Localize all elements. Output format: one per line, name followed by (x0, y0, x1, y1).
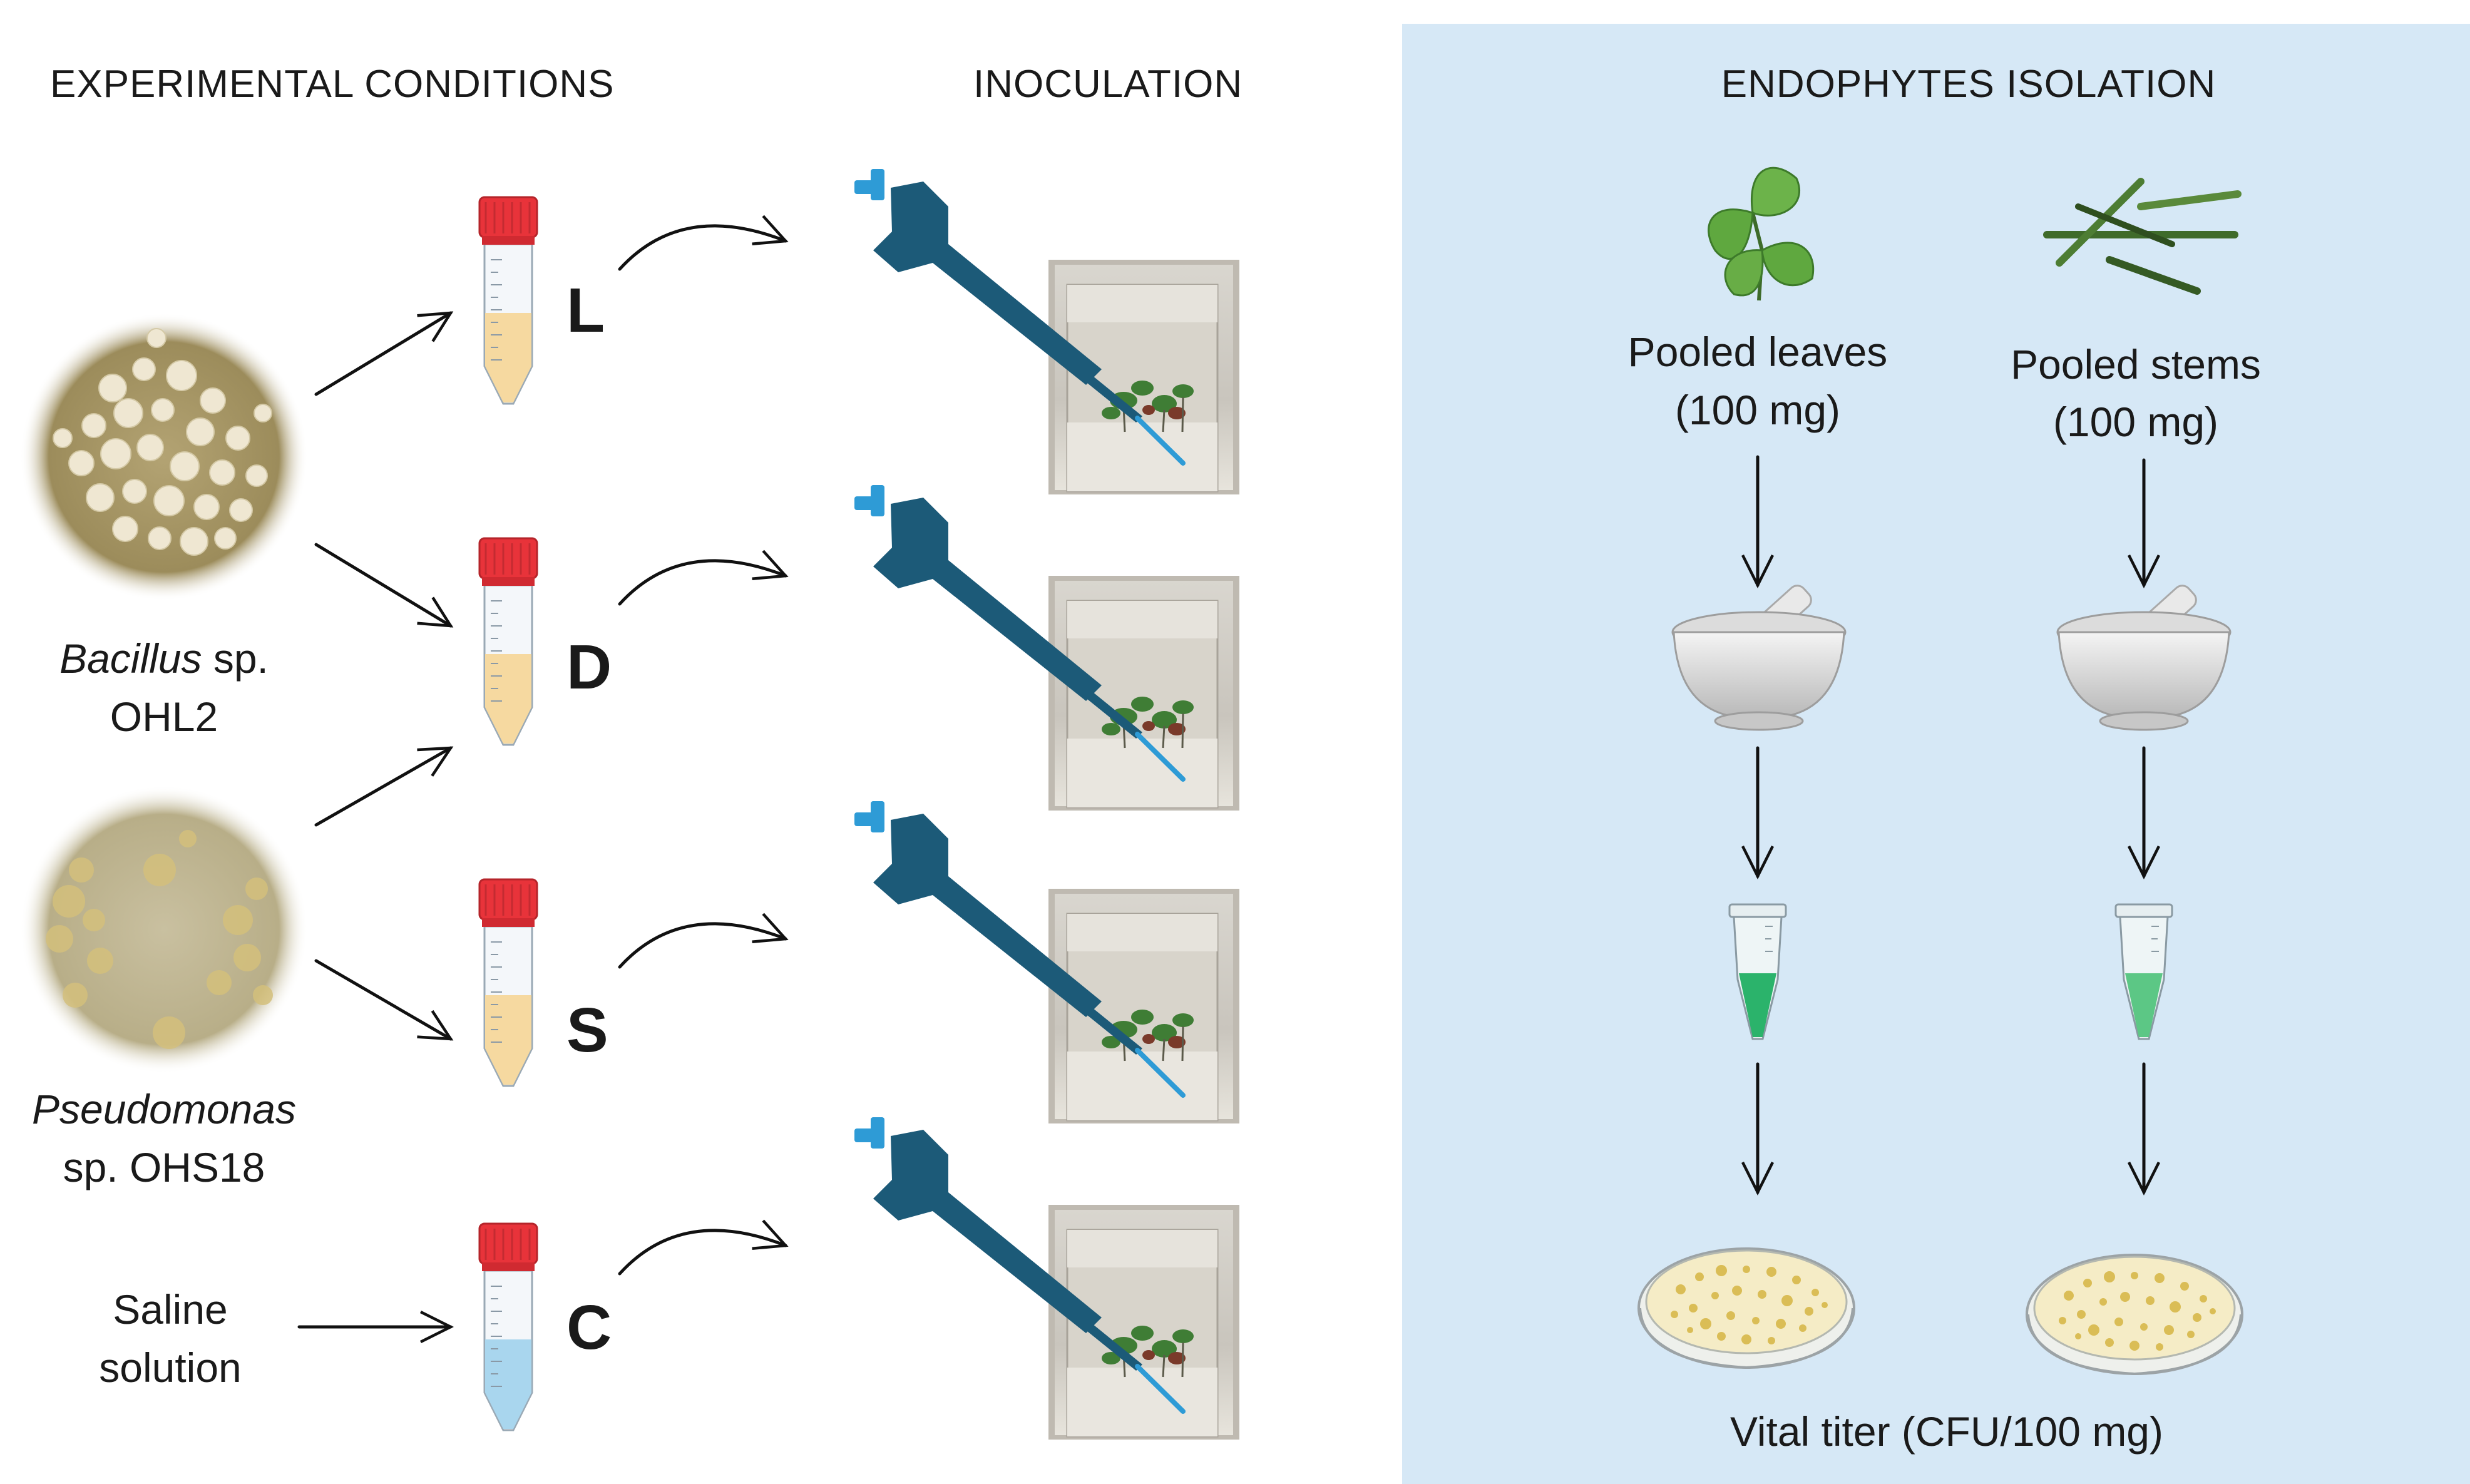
falcon-tube-C (478, 1222, 538, 1431)
inoculation-title: INOCULATION (973, 63, 1243, 106)
falcon-tube-S (478, 878, 538, 1087)
isolation-title: ENDOPHYTES ISOLATION (1721, 63, 2216, 106)
bacillus-code: OHL2 (110, 693, 218, 740)
condition-C: C (566, 1292, 612, 1363)
bacillus-suffix: sp. (202, 635, 269, 682)
leaves-icon (1708, 166, 1815, 301)
condition-L: L (566, 275, 605, 345)
bacillus-label: Bacillus sp. (59, 635, 269, 682)
pseudomonas-code: sp. OHS18 (63, 1144, 265, 1190)
leaves-label-line2: (100 mg) (1675, 387, 1840, 433)
stems-label-line2: (100 mg) (2053, 399, 2218, 445)
inoculation-arrows (618, 215, 789, 1276)
pseudomonas-colony-icon (20, 785, 308, 1073)
microtube-icon-stems (2114, 903, 2173, 1040)
pseudomonas-genus: Pseudomonas (32, 1086, 296, 1132)
isolation-panel (1402, 24, 2470, 1484)
strain-arrows (297, 311, 454, 1344)
saline-line1: Saline (113, 1286, 227, 1333)
petri-dish-icon-leaves (1637, 1247, 1855, 1369)
process-arrows (1741, 455, 2161, 1196)
result-label: Vital titer (CFU/100 mg) (1730, 1408, 2163, 1455)
stems-icon (2043, 178, 2242, 295)
petri-dish-icon-stems (2026, 1254, 2243, 1375)
bacillus-genus: Bacillus (59, 635, 202, 682)
falcon-tube-L (478, 196, 538, 405)
bacillus-colony-icon (20, 313, 308, 601)
condition-S: S (566, 995, 608, 1065)
leaves-label-line1: Pooled leaves (1628, 329, 1888, 375)
stems-label-line1: Pooled stems (2011, 341, 2261, 387)
falcon-tube-D (478, 537, 538, 746)
condition-D: D (566, 632, 612, 702)
conditions-title: EXPERIMENTAL CONDITIONS (50, 63, 614, 106)
saline-line2: solution (99, 1344, 242, 1391)
